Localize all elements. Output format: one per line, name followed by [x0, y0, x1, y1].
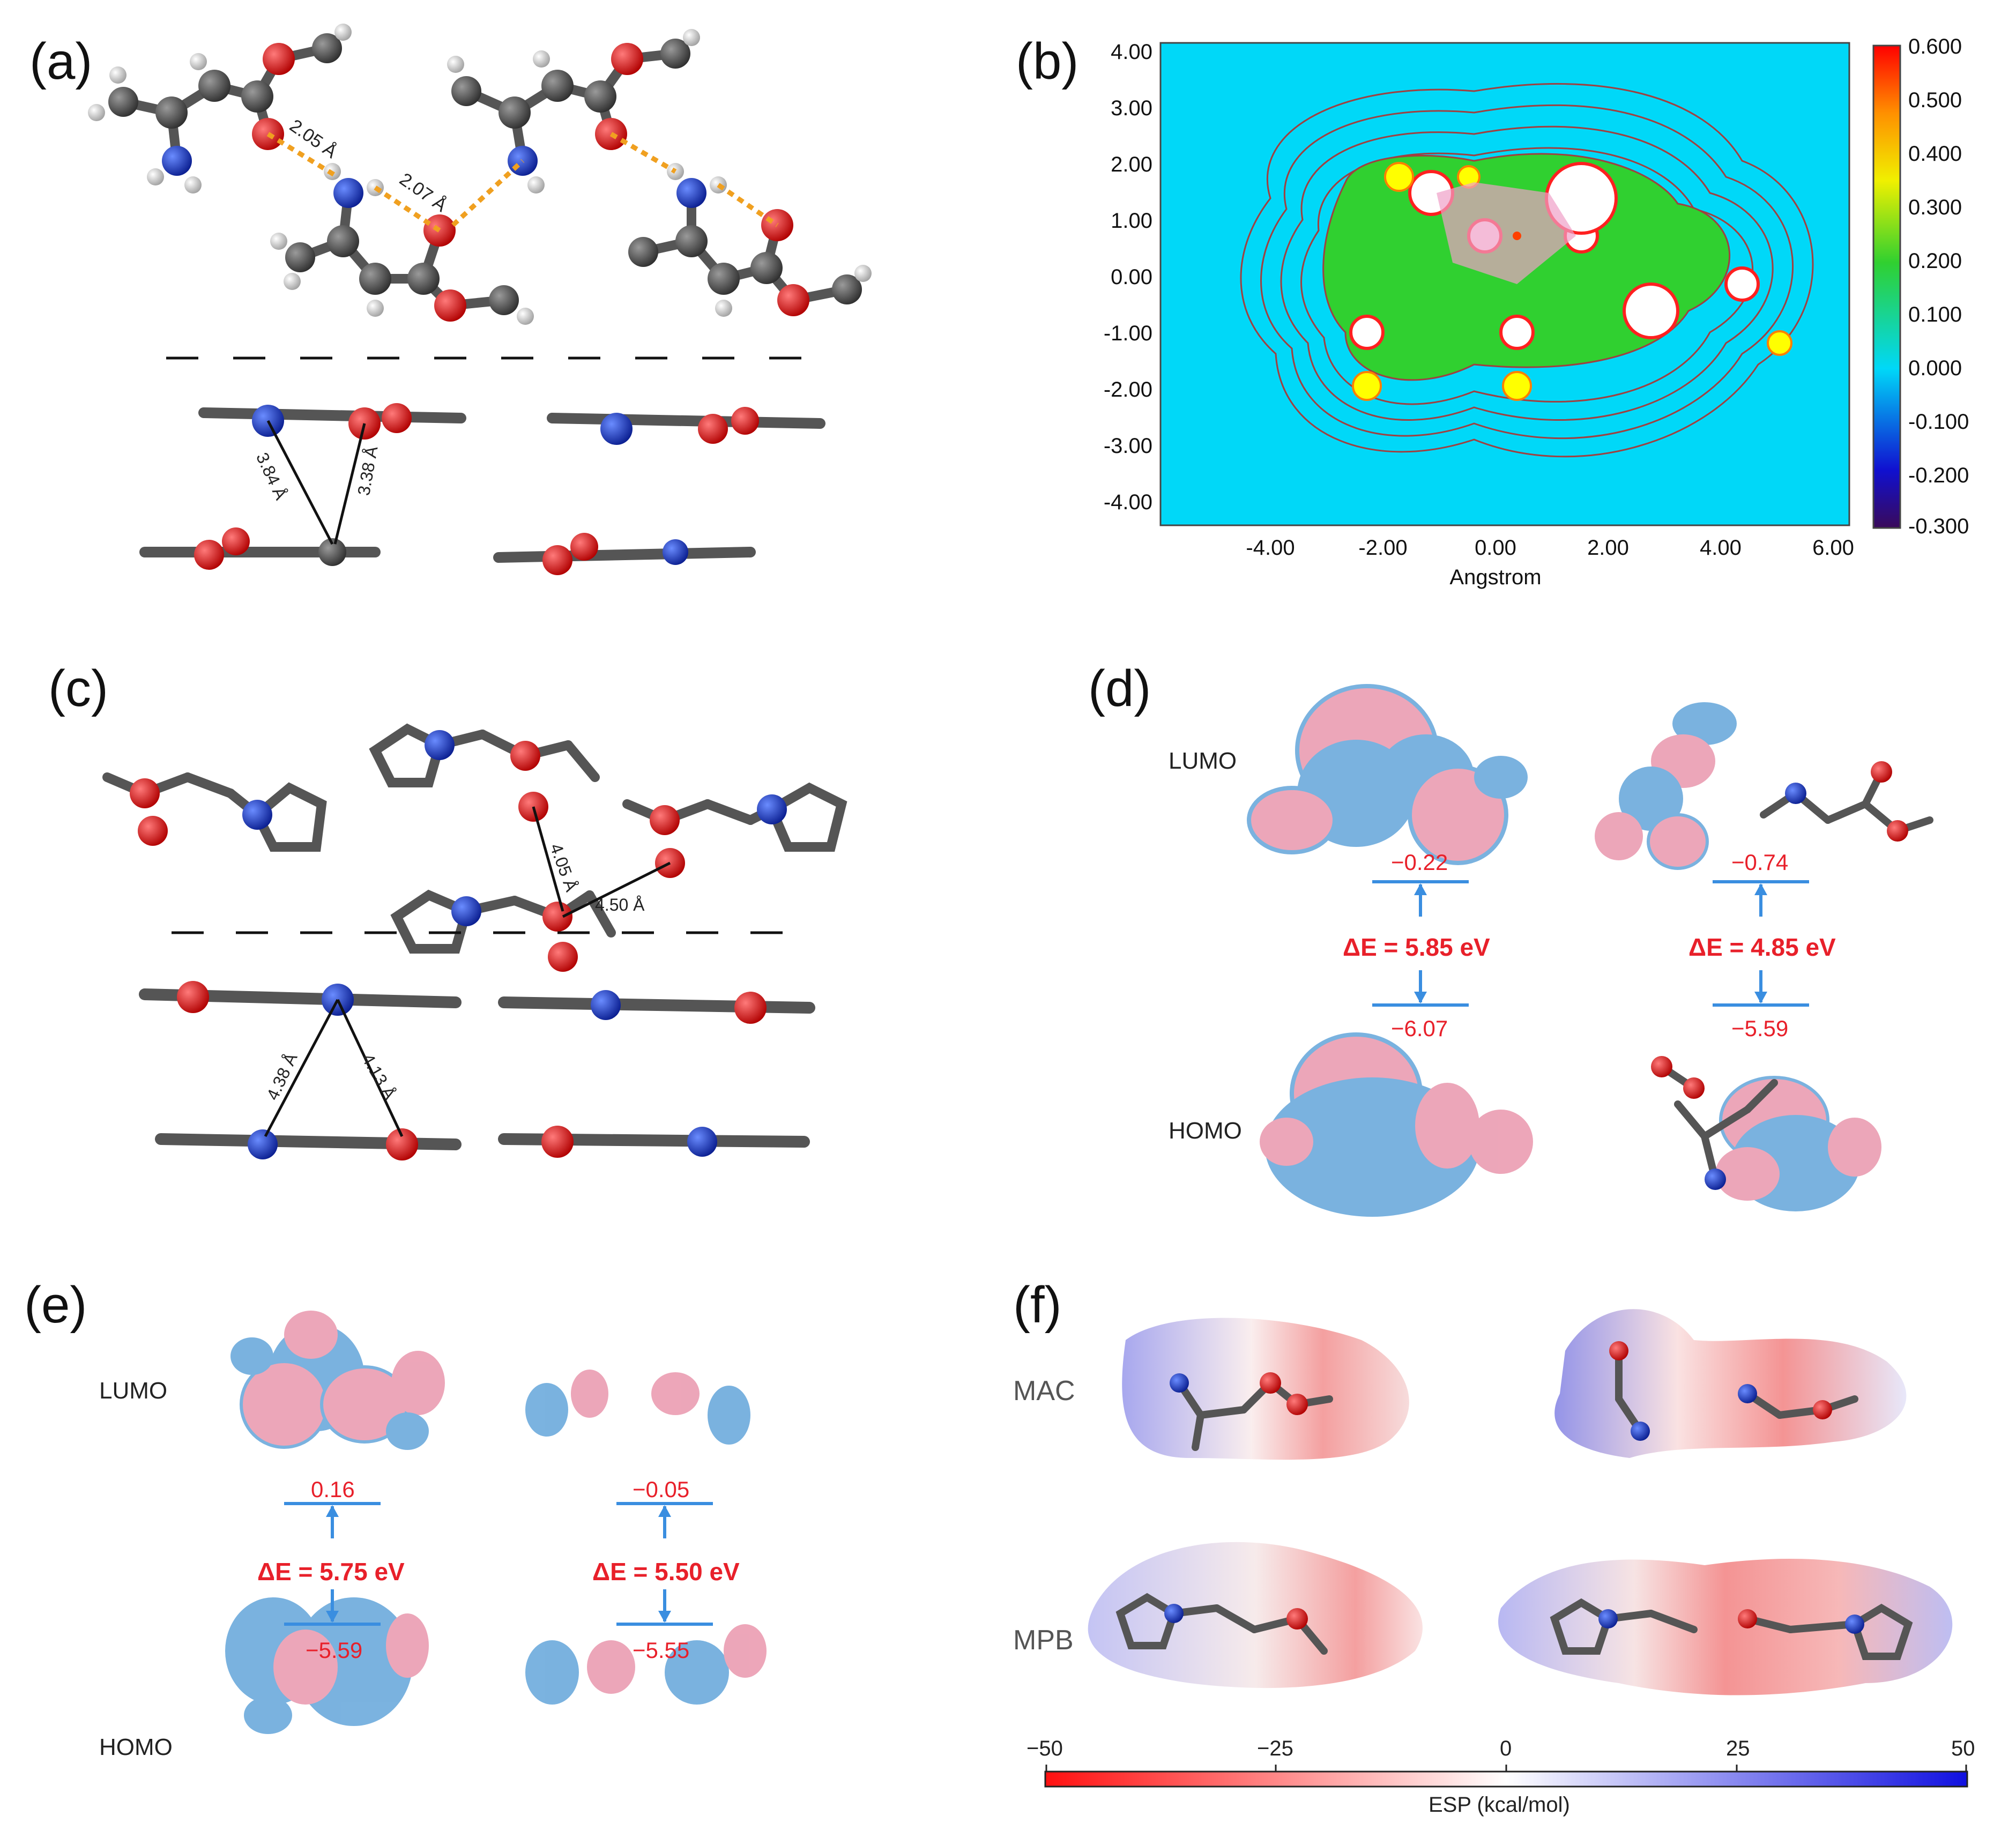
cbar-tick-0: 0.600: [1908, 35, 1962, 58]
esp-tick-0: −50: [1026, 1737, 1063, 1760]
panel-label-f: (f): [1013, 1276, 1062, 1334]
panel-f-esp: [1044, 1309, 1968, 1788]
esp-tick-3: 25: [1726, 1737, 1750, 1760]
cbar-tick-7: -0.100: [1908, 410, 1969, 434]
cbar-tick-4: 0.200: [1908, 249, 1962, 273]
panel-d-orbitals: [1247, 684, 1933, 1217]
e-lumo-label: LUMO: [99, 1378, 168, 1404]
e-left-lumo-energy: 0.16: [311, 1477, 355, 1502]
cbar-tick-8: -0.200: [1908, 464, 1969, 487]
y-tick-1: 3.00: [1111, 96, 1152, 120]
panel-label-e: (e): [24, 1276, 87, 1334]
x-tick-5: 6.00: [1812, 536, 1854, 560]
esp-tick-4: 50: [1951, 1737, 1975, 1760]
cbar-tick-6: 0.000: [1908, 356, 1962, 380]
d-left-gap: ΔE = 5.85 eV: [1343, 933, 1490, 961]
x-tick-4: 4.00: [1700, 536, 1742, 560]
x-tick-0: -4.00: [1246, 536, 1295, 560]
e-left-gap: ΔE = 5.75 eV: [257, 1558, 405, 1586]
esp-tick-2: 0: [1500, 1737, 1512, 1760]
cbar-tick-9: -0.300: [1908, 515, 1969, 538]
d-right-gap: ΔE = 4.85 eV: [1688, 933, 1836, 961]
e-right-lumo-energy: −0.05: [633, 1477, 690, 1502]
panel-label-c: (c): [48, 660, 108, 717]
d-right-lumo-energy: −0.74: [1731, 850, 1789, 875]
x-axis-label: Angstrom: [1449, 566, 1541, 589]
f-row-mac: MAC: [1013, 1375, 1075, 1407]
e-right-gap: ΔE = 5.50 eV: [592, 1558, 740, 1586]
e-homo-label: HOMO: [99, 1734, 173, 1760]
cbar-tick-2: 0.400: [1908, 142, 1962, 166]
e-left-homo-energy: −5.59: [306, 1638, 363, 1663]
y-tick-6: -2.00: [1104, 378, 1152, 401]
x-tick-2: 0.00: [1475, 536, 1516, 560]
panel-label-b: (b): [1016, 33, 1079, 90]
y-tick-5: -1.00: [1104, 322, 1152, 345]
e-right-homo-energy: −5.55: [633, 1638, 690, 1663]
esp-tick-1: −25: [1257, 1737, 1293, 1760]
d-right-homo-energy: −5.59: [1731, 1016, 1789, 1041]
x-tick-3: 2.00: [1587, 536, 1629, 560]
cbar-tick-1: 0.500: [1908, 88, 1962, 112]
cbar-tick-3: 0.300: [1908, 196, 1962, 219]
f-row-mpb: MPB: [1013, 1625, 1074, 1656]
y-tick-3: 1.00: [1111, 209, 1152, 233]
panel-label-d: (d): [1088, 660, 1151, 717]
d-homo-label: HOMO: [1169, 1118, 1242, 1144]
cbar-tick-5: 0.100: [1908, 303, 1962, 326]
dist-c-2: 4.50 Å: [595, 895, 645, 914]
y-tick-2: 2.00: [1111, 153, 1152, 176]
y-tick-0: 4.00: [1111, 40, 1152, 64]
panel-e-orbitals: [225, 1311, 767, 1734]
y-tick-8: -4.00: [1104, 490, 1152, 514]
panel-a-molecules: [88, 24, 872, 575]
d-left-lumo-energy: −0.22: [1391, 850, 1448, 875]
panel-label-a: (a): [29, 33, 93, 90]
y-tick-4: 0.00: [1111, 265, 1152, 289]
panel-c-molecules: [102, 723, 847, 1160]
panel-b-heatmap: 4.00 3.00 2.00 1.00 0.00 -1.00 -2.00 -3.…: [1104, 35, 1969, 589]
esp-colorbar-title: ESP (kcal/mol): [1429, 1793, 1570, 1817]
x-tick-1: -2.00: [1358, 536, 1407, 560]
d-left-homo-energy: −6.07: [1391, 1016, 1448, 1041]
d-lumo-label: LUMO: [1169, 748, 1237, 774]
y-tick-7: -3.00: [1104, 434, 1152, 458]
